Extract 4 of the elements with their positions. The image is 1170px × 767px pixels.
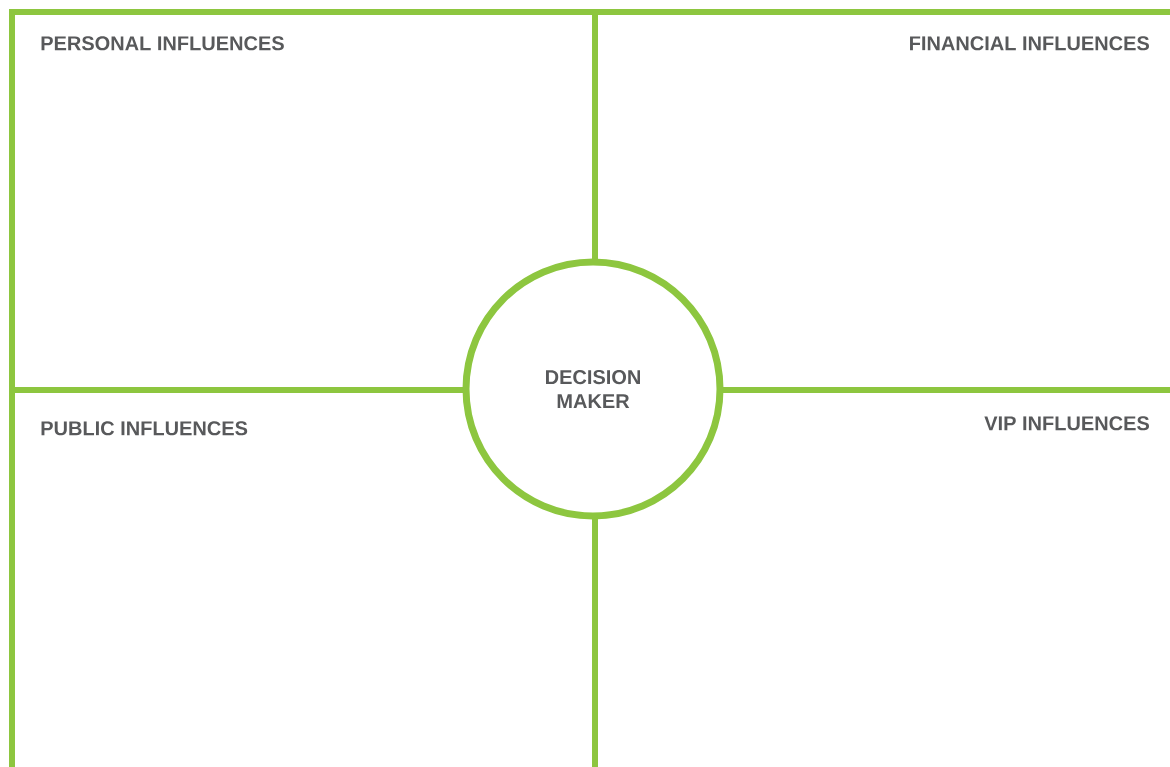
quadrant-heading: FINANCIAL INFLUENCES (910, 36, 1149, 51)
quadrant-heading: PERSONAL INFLUENCES (41, 36, 284, 51)
quadrant-heading: PUBLIC INFLUENCES (41, 421, 248, 436)
quadrant-heading: VIP INFLUENCES (984, 416, 1149, 431)
